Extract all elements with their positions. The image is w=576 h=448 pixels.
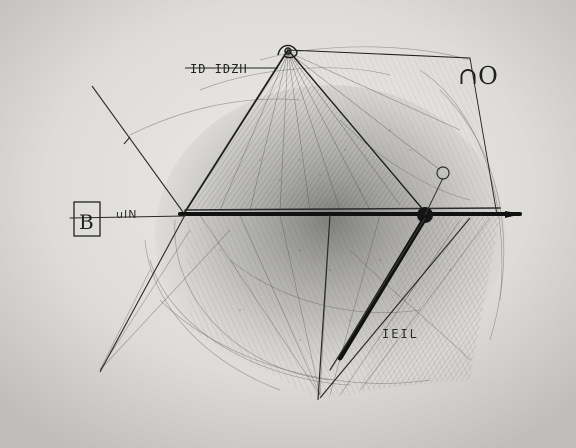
- lower-radial-lines: [99, 214, 491, 396]
- left-diagonal-line: [91, 85, 186, 373]
- left-box-glyph: B: [79, 210, 94, 234]
- left-scribble: uIN: [116, 208, 137, 221]
- diagonal-rod: [329, 215, 428, 371]
- main-triangle: [184, 49, 498, 216]
- bottom-lines: [317, 214, 471, 401]
- top-left-scribble: ID IDZH: [190, 62, 248, 76]
- upper-right-shading: [288, 52, 495, 215]
- left-box: [73, 201, 101, 237]
- horizontal-beam: [69, 207, 522, 219]
- top-right-scribble: ∩O: [458, 62, 498, 90]
- construction-curves: [129, 46, 505, 391]
- bottom-scribble: IEIL: [382, 327, 419, 341]
- right-node: [417, 166, 450, 223]
- upper-triangle-shading: [185, 52, 420, 210]
- apex-radial-lines: [219, 51, 461, 211]
- lower-right-shading: [360, 215, 500, 390]
- stipple-dots: [219, 129, 451, 341]
- apex-knot: [277, 44, 298, 59]
